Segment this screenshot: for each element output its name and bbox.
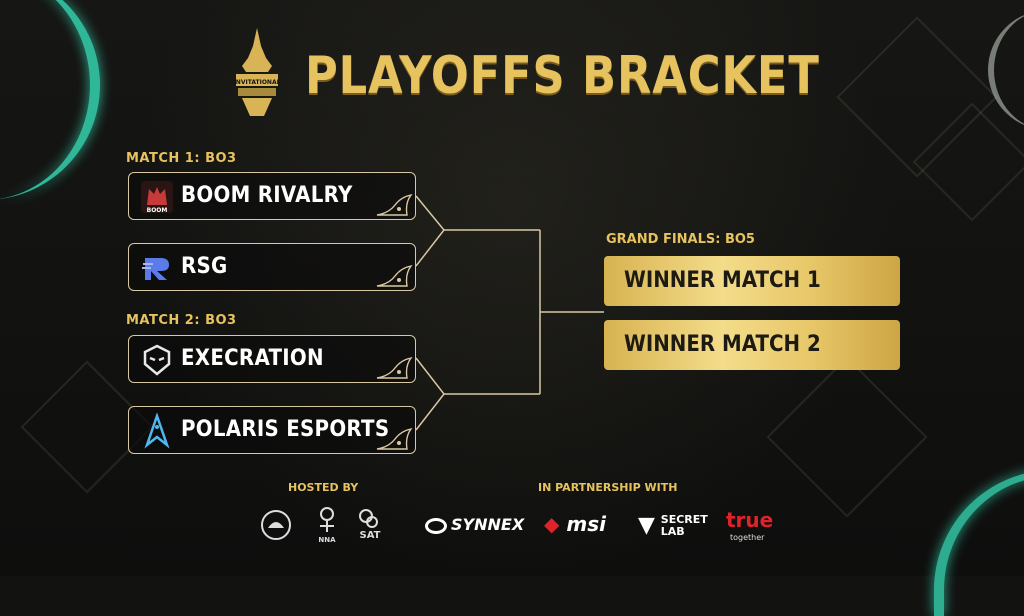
- sat-text: SAT: [360, 530, 381, 541]
- logo-text: INVITATIONAL: [234, 79, 281, 86]
- team-box-rsg[interactable]: RSG: [128, 243, 416, 291]
- boom-logo-text: BOOM: [147, 207, 168, 214]
- synnex-mark-icon: [425, 517, 447, 534]
- corner-ornament-icon: [376, 427, 413, 450]
- synnex-logo: SYNNEX: [425, 515, 524, 534]
- team-name: BOOM RIVALRY: [181, 183, 353, 208]
- team-box-execration[interactable]: EXECRATION: [128, 335, 416, 383]
- true-tagline: together: [730, 533, 765, 542]
- sat-logo-icon: SAT: [359, 509, 381, 541]
- final-slot-name: WINNER MATCH 1: [624, 268, 821, 293]
- teal-swirl-decoration: [0, 0, 100, 200]
- synnex-text: SYNNEX: [451, 515, 525, 534]
- msi-logo: ◆ msi: [544, 512, 606, 536]
- true-text: true: [726, 508, 774, 532]
- corner-ornament-icon: [376, 264, 413, 287]
- grand-finals-label: GRAND FINALS: BO5: [606, 232, 755, 247]
- match-2-label: MATCH 2: BO3: [126, 313, 237, 328]
- team-name: RSG: [181, 254, 228, 279]
- secretlab-text: SECRET LAB: [660, 513, 708, 538]
- true-logo: true together: [726, 508, 774, 547]
- team-name: EXECRATION: [181, 346, 324, 371]
- corner-ornament-icon: [376, 356, 413, 379]
- match-1-label: MATCH 1: BO3: [126, 151, 237, 166]
- grand-finals-slot-2[interactable]: WINNER MATCH 2: [604, 320, 900, 370]
- nna-logo-icon: NNA: [318, 507, 336, 544]
- team-box-boom-rivalry[interactable]: BOOM BOOM RIVALRY: [128, 172, 416, 220]
- boom-rivalry-logo-icon: BOOM: [141, 181, 173, 214]
- team-box-polaris-esports[interactable]: POLARIS ESPORTS: [128, 406, 416, 454]
- host-emblem-icon: [261, 510, 291, 540]
- partnership-label: IN PARTNERSHIP WITH: [538, 481, 678, 494]
- rsg-logo-icon: [142, 258, 169, 280]
- silver-swirl-decoration: [988, 10, 1024, 130]
- corner-ornament-icon: [376, 193, 413, 216]
- tournament-logo-icon: INVITATIONAL: [234, 28, 281, 116]
- page-title: PLAYOFFS BRACKET: [305, 46, 820, 106]
- nna-text: NNA: [318, 536, 336, 544]
- team-name: POLARIS ESPORTS: [181, 417, 390, 442]
- grand-finals-slot-1[interactable]: WINNER MATCH 1: [604, 256, 900, 306]
- secretlab-logo: ▼ SECRET LAB: [638, 514, 709, 538]
- hosted-by-label: HOSTED BY: [288, 481, 359, 494]
- final-slot-name: WINNER MATCH 2: [624, 332, 821, 357]
- msi-text: msi: [566, 512, 606, 536]
- polaris-esports-logo-icon: [144, 413, 170, 449]
- secretlab-mark-icon: ▼: [638, 513, 655, 538]
- msi-dragon-icon: ◆: [544, 512, 560, 536]
- execration-logo-icon: [143, 344, 171, 376]
